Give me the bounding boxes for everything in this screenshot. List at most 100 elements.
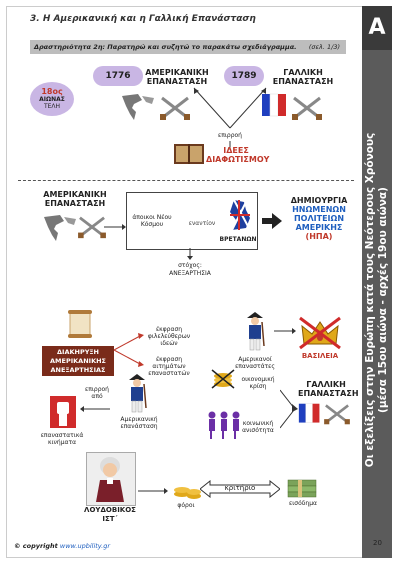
expr1-line3: ιδεών	[160, 340, 178, 347]
expr1-line1: έκφραση	[155, 326, 183, 333]
am-rev-line2: επανάσταση	[120, 423, 158, 430]
britain-flag-map-icon	[230, 199, 251, 231]
activity-text: Δραστηριότητα 2η: Παρατηρώ και συζητώ το…	[34, 43, 297, 51]
am-rev-line1: Αμερικανική	[120, 416, 158, 423]
century-label: ΑΙΩΝΑΣ	[39, 96, 65, 103]
expr2-line2: αιτημάτων	[152, 363, 186, 370]
crossed-swords-icon-3	[78, 216, 106, 239]
s4-french-line2: ΕΠΑΝΑΣΤΑΣΗ	[298, 389, 359, 398]
french-revolution-heading-2: ΓΑΛΛΙΚΗ ΕΠΑΝΑΣΤΑΣΗ	[298, 380, 359, 398]
year-1776: 1776	[105, 71, 131, 81]
american-rev-line1: ΑΜΕΡΙΚΑΝΙΚΗ	[145, 68, 209, 77]
revolutionary-soldier-icon	[247, 312, 265, 351]
social-inequality: κοινωνική ανισότητα	[236, 420, 280, 434]
usa-creation: ΔΗΜΙΟΥΡΓΙΑ ΗΝΩΜΕΝΩΝ ΠΟΛΙΤΕΙΩΝ ΑΜΕΡΙΚΗΣ (…	[284, 196, 354, 241]
declaration-line1: ΔΙΑΚΗΡΥΞΗ	[57, 348, 99, 356]
declaration-line3: ΑΝΕΞΑΡΤΗΣΙΑΣ	[50, 366, 106, 374]
declaration-line2: ΑΜΕΡΙΚΑΝΙΚΗΣ	[50, 357, 106, 365]
crossed-swords-icon-4	[324, 404, 350, 425]
american-revolutionaries: Αμερικανοί επαναστάτες	[226, 356, 284, 370]
arrow-to-taxes	[138, 488, 168, 494]
revs-line1: Αμερικανοί	[238, 356, 272, 363]
section-divider	[18, 180, 354, 181]
french-revolution-heading: ΓΑΛΛΙΚΗ ΕΠΑΝΑΣΤΑΣΗ	[268, 68, 338, 86]
income-label: εισόδημα	[289, 500, 317, 507]
century-number: 18ος	[41, 87, 63, 96]
goal-arrow	[187, 248, 193, 260]
american-rev-line2: ΕΠΑΝΑΣΤΑΣΗ	[146, 77, 208, 86]
demands-expression: έκφραση αιτημάτων επαναστατών	[142, 356, 196, 377]
french-rev-line2: ΕΠΑΝΑΣΤΑΣΗ	[272, 77, 334, 86]
american-revolution-heading: ΑΜΕΡΙΚΑΝΙΚΗ ΕΠΑΝΑΣΤΑΣΗ	[142, 68, 212, 86]
settlers-line1: άποικοι Νέου	[132, 214, 172, 221]
influence-arrow-up	[229, 141, 231, 150]
goal-label: στόχος:	[178, 262, 202, 269]
crossed-swords-icon-2	[292, 96, 322, 120]
influence-arrows	[193, 87, 267, 129]
arrow-to-crown	[274, 328, 296, 334]
influence-label: επιρροή	[218, 132, 242, 139]
s2-rev-line2: ΕΠΑΝΑΣΤΑΣΗ	[44, 199, 106, 208]
criterion-label: κριτήριο	[224, 484, 256, 492]
book-icon	[174, 144, 204, 164]
expr1-line2: φιλελεύθερων	[147, 333, 191, 340]
french-flag-icon-2	[298, 403, 320, 423]
liberal-ideas-expression: έκφραση φιλελεύθερων ιδεών	[142, 326, 196, 347]
year-1776-badge: 1776	[93, 66, 143, 86]
king-portrait-icon	[96, 457, 124, 502]
ideas-line1: ΙΔΕΕΣ	[223, 146, 249, 155]
sidebar-title-line2: (μέσα 15ου αιώνα - αρχές 19ου αιώνα)	[377, 187, 389, 413]
page-title: 3. Η Αμερικανική και η Γαλλική Επανάστασ…	[30, 14, 256, 24]
usa-line1: ΗΝΩΜΕΝΩΝ	[292, 205, 346, 214]
criterion-arrow	[200, 480, 280, 498]
revolutionary-movements: επαναστατικά κινήματα	[36, 432, 88, 446]
enlightenment-ideas: ΙΔΕΕΣ ΔΙΑΦΩΤΙΣΜΟΥ	[206, 146, 270, 164]
money-stack-icon	[287, 479, 317, 498]
scroll-icon	[68, 310, 92, 338]
expr2-line1: έκφραση	[155, 356, 183, 363]
footer-copyright: © copyright www.upbility.gr	[14, 542, 110, 550]
britain-label: ΒΡΕΤΑΝΩΝ	[219, 236, 257, 243]
influence-from-line2: από	[91, 393, 103, 400]
louis-xvi-label: ΛΟΥΔΟΒΙΚΟΣ ΙΣΤ΄	[78, 506, 142, 524]
economic-line1: οικονομική	[241, 376, 275, 383]
movements-line2: κινήματα	[47, 439, 77, 446]
influence-from: επιρροή από	[82, 386, 112, 400]
website-link[interactable]: www.upbility.gr	[59, 542, 111, 550]
social-line2: ανισότητα	[242, 427, 274, 434]
crossed-coins-icon	[211, 369, 235, 389]
movements-line1: επαναστατικά	[40, 432, 84, 439]
copyright-text: © copyright	[14, 542, 58, 550]
sidebar-band	[362, 6, 392, 558]
creation-label: ΔΗΜΙΟΥΡΓΙΑ	[290, 196, 348, 205]
activity-bar: Δραστηριότητα 2η: Παρατηρώ και συζητώ το…	[30, 40, 346, 54]
french-rev-line1: ΓΑΛΛΙΚΗ	[283, 68, 323, 77]
s4-french-line1: ΓΑΛΛΙΚΗ	[306, 380, 346, 389]
arrow-to-box	[104, 224, 126, 230]
influence-arrow-left	[80, 406, 110, 412]
page-number: 20	[373, 539, 382, 547]
page-ref: (σελ. 1/3)	[308, 43, 340, 51]
sidebar-title: Οι εξελίξεις στην Ευρώπη κατά τους Νεότε…	[364, 133, 390, 468]
americas-map-icon	[122, 94, 154, 120]
expr2-line3: επαναστατών	[148, 370, 190, 377]
influence-from-line1: επιρροή	[85, 386, 109, 393]
settlers-label: άποικοι Νέου Κόσμου	[128, 214, 176, 228]
taxes-label: φόροι	[177, 502, 195, 509]
usa-line2: ΠΟΛΙΤΕΙΩΝ	[293, 214, 345, 223]
century-circle: 18ος ΑΙΩΝΑΣ ΤΕΛΗ	[30, 82, 74, 116]
crossed-crown-icon	[299, 316, 341, 350]
branch-arrows	[114, 333, 144, 367]
economic-crisis: οικονομική κρίση	[236, 376, 280, 390]
year-1789-badge: 1789	[224, 66, 264, 86]
against-label: εναντίον	[188, 220, 216, 227]
people-inequality-icon	[208, 411, 240, 439]
american-revolution-heading-2: ΑΜΕΡΙΚΑΝΙΚΗ ΕΠΑΝΑΣΤΑΣΗ	[40, 190, 110, 208]
year-1789: 1789	[231, 71, 257, 81]
usa-abbr: (ΗΠΑ)	[305, 232, 333, 241]
raised-fist-icon	[50, 396, 76, 428]
usa-line3: ΑΜΕΡΙΚΗΣ	[295, 223, 343, 232]
king-line2: ΙΣΤ΄	[102, 515, 118, 523]
ideas-line2: ΔΙΑΦΩΤΙΣΜΟΥ	[206, 155, 270, 164]
american-revolution-label: Αμερικανική επανάσταση	[110, 416, 168, 430]
